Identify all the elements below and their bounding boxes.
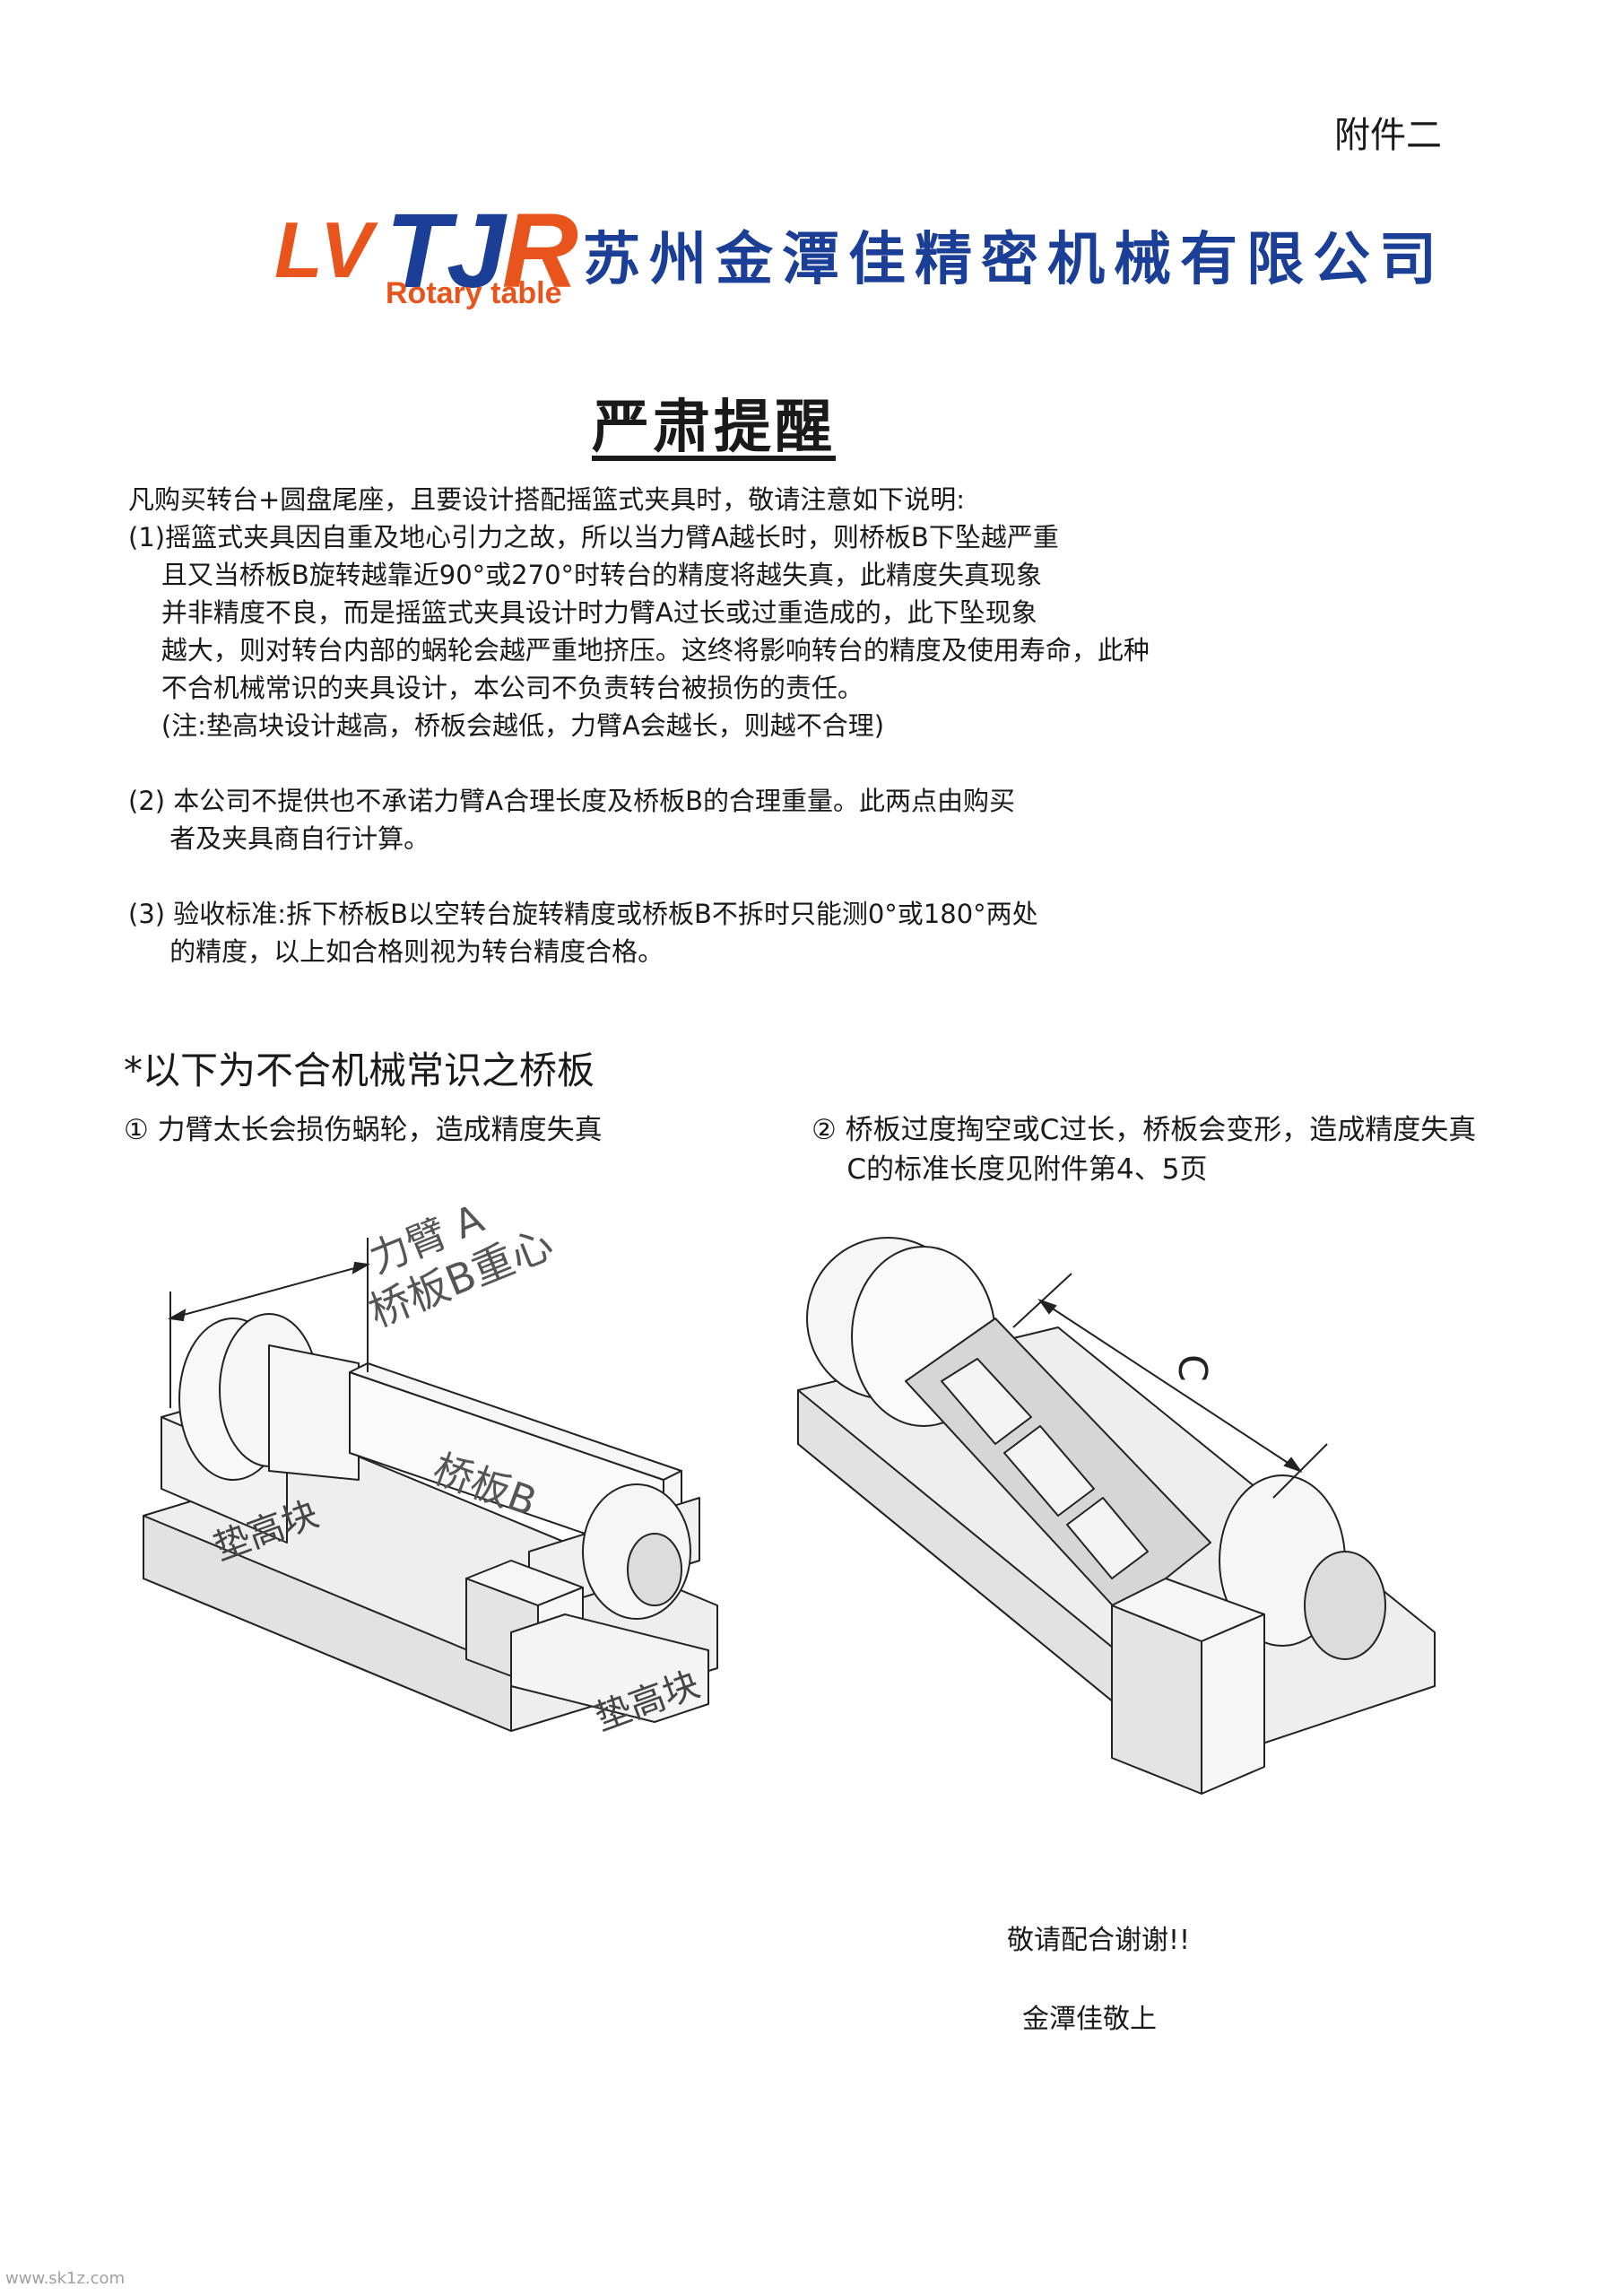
- logo-tjr-text: TJR: [386, 190, 578, 312]
- logo-lv-text: LV: [274, 205, 375, 294]
- paragraph-line: 不合机械常识的夹具设计，本公司不负责转台被损伤的责任。: [128, 673, 864, 703]
- label-c: C: [1169, 1354, 1215, 1382]
- paragraph-line: (1)摇篮式夹具因自重及地心引力之故，所以当力臂A越长时，则桥板B下坠越严重: [128, 522, 1059, 552]
- paragraph-line: (3) 验收标准:拆下桥板B以空转台旋转精度或桥板B不拆时只能测0°或180°两…: [128, 899, 1038, 929]
- figure2-drawing: C: [797, 1237, 1436, 1795]
- figure2-caption-line2: C的标准长度见附件第4、5页: [812, 1153, 1208, 1186]
- closing-signature: 金潭佳敬上: [1022, 2004, 1157, 2035]
- logo-subtitle: Rotary table: [386, 276, 562, 310]
- annex-label: 附件二: [1334, 115, 1442, 156]
- paragraph-line: 凡购买转台+圆盘尾座，且要设计搭配摇篮式夹具时，敬请注意如下说明:: [128, 484, 966, 515]
- paragraph-line: (注:垫高块设计越高，桥板会越低，力臂A会越长，则越不合理): [128, 710, 885, 741]
- closing-thanks: 敬请配合谢谢!!: [1007, 1925, 1191, 1956]
- company-name: 苏州金潭佳精密机械有限公司: [583, 226, 1445, 293]
- page-title: 严肃提醒: [592, 395, 836, 461]
- figure2-caption-line1: ② 桥板过度掏空或C过长，桥板会变形，造成精度失真: [812, 1114, 1477, 1146]
- paragraph-line: 且又当桥板B旋转越靠近90°或270°时转台的精度将越失真，此精度失真现象: [128, 560, 1043, 590]
- paragraph-line: 并非精度不良，而是摇篮式夹具设计时力臂A过长或过重造成的，此下坠现象: [128, 597, 1037, 628]
- paragraph-line: 者及夹具商自行计算。: [128, 823, 430, 854]
- watermark: www.sk1z.com: [5, 2269, 126, 2288]
- paragraph-line: 越大，则对转台内部的蜗轮会越严重地挤压。这终将影响转台的精度及使用寿命，此种: [128, 635, 1150, 665]
- logo-tj: TJ: [386, 192, 506, 310]
- figure1-caption: ① 力臂太长会损伤蜗轮，造成精度失真: [124, 1114, 603, 1146]
- paragraph-line: (2) 本公司不提供也不承诺力臂A合理长度及桥板B的合理重量。此两点由购买: [128, 786, 1016, 816]
- figure1-drawing: 力臂 A 桥板B重心 桥板B 垫高块 垫高块: [143, 1196, 718, 1739]
- logo-r: R: [501, 192, 578, 310]
- paragraph-line: 的精度，以上如合格则视为转台精度合格。: [128, 936, 664, 967]
- section-heading: *以下为不合机械常识之桥板: [124, 1048, 595, 1092]
